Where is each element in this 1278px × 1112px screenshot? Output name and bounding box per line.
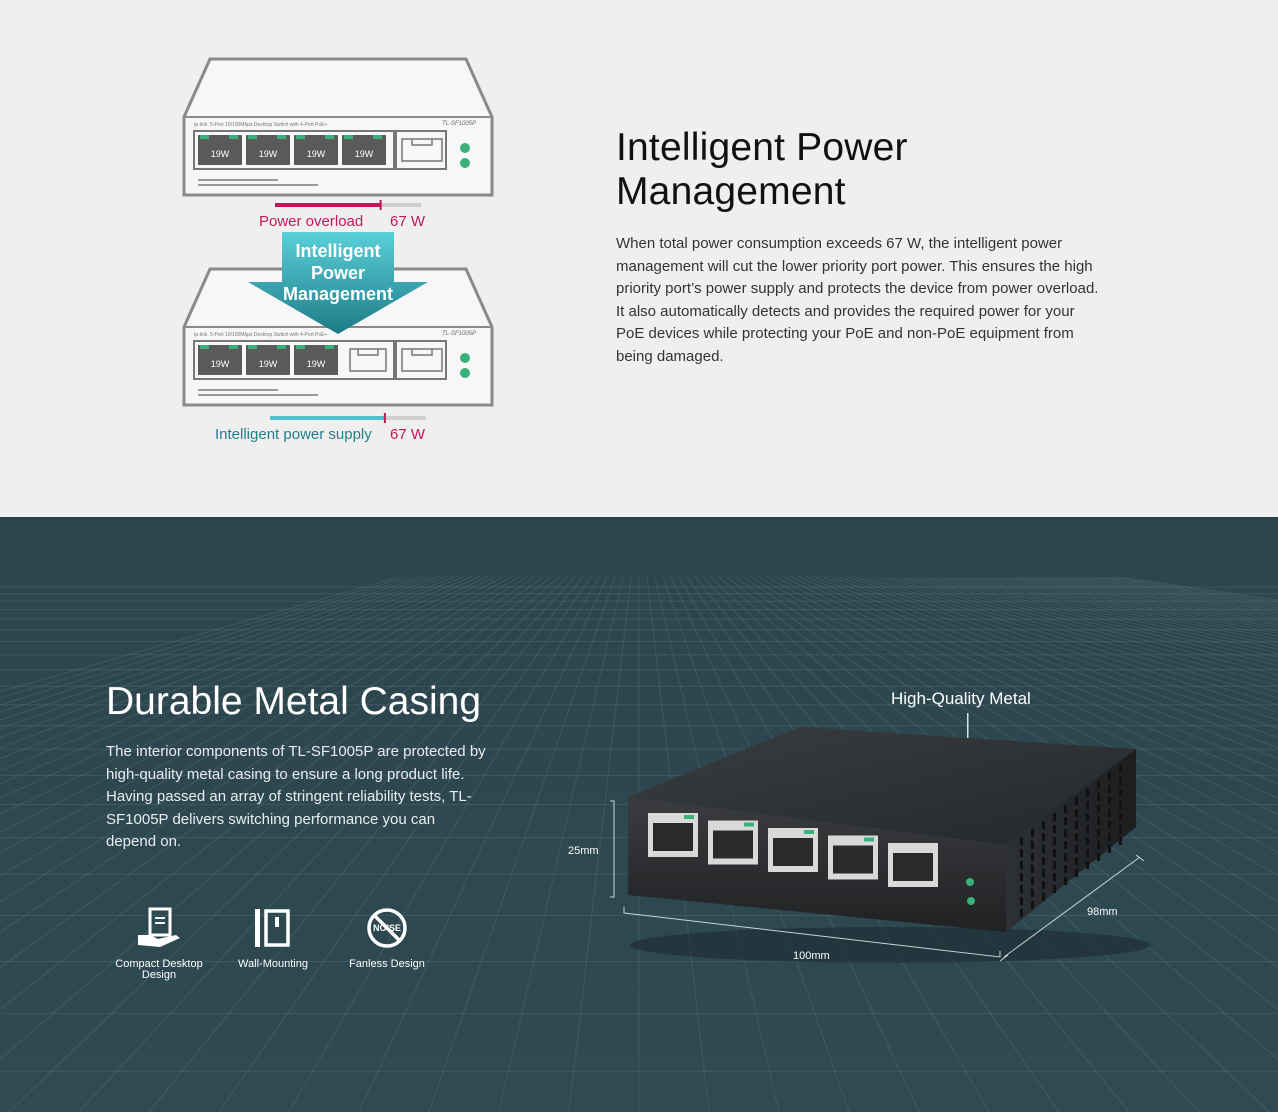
port-label: 19W [211, 359, 230, 369]
port-label: 19W [259, 359, 278, 369]
metal-callout: High-Quality Metal [891, 689, 1031, 708]
supply-bar-marker [383, 413, 386, 423]
port-label: 19W [259, 149, 278, 159]
callout-line [967, 713, 969, 743]
port-label: 19W [355, 149, 374, 159]
dim-height-label: 25mm [568, 845, 599, 857]
feature-label: Wall-Mounting [238, 958, 308, 970]
port-label: 19W [211, 149, 230, 159]
supply-label: Intelligent power supply [215, 426, 372, 443]
port-label: 19W [307, 149, 326, 159]
arrow-text-1: Intelligent [296, 241, 381, 261]
overload-bar-fill [275, 203, 382, 207]
metal-casing-section: Durable Metal Casing The interior compon… [0, 517, 1278, 1112]
dimension-lines [610, 800, 1145, 962]
feature-compact-desktop: Compact Desktop Design [104, 905, 214, 981]
feature-fanless: NOISE Fanless Design [332, 905, 442, 970]
supply-value: 67 W [390, 426, 426, 443]
power-description: When total power consumption exceeds 67 … [616, 235, 1099, 365]
arrow-text-3: Management [283, 284, 393, 304]
down-arrow-icon: Intelligent Power Management [248, 232, 428, 334]
overload-label: Power overload [259, 213, 364, 230]
overload-bar-marker [379, 200, 382, 210]
switch-model-text: TL-SF1005P [442, 331, 476, 337]
feature-label: Fanless Design [349, 958, 425, 970]
arrow-text-2: Power [311, 263, 365, 283]
brand-text: tp-link [194, 122, 208, 128]
casing-description: The interior components of TL-SF1005P ar… [106, 743, 486, 850]
feature-label: Compact Desktop Design [115, 958, 203, 981]
dim-depth-label: 98mm [1087, 906, 1118, 918]
metal-switch-photo [628, 727, 1150, 963]
supply-bar [270, 413, 426, 423]
switch-desc-text: 5-Port 10/100Mbps Desktop Switch with 4-… [210, 332, 327, 338]
switch-model-text: TL-SF1005P [442, 121, 476, 127]
feature-wall-mounting: Wall-Mounting [218, 905, 328, 970]
power-title: Intelligent Power Management [616, 126, 908, 213]
dim-width-label: 100mm [793, 950, 830, 962]
switch-desc-text: 5-Port 10/100Mbps Desktop Switch with 4-… [210, 122, 327, 128]
supply-bar-fill [270, 416, 384, 420]
switch-overload-illustration: 5-Port 10/100Mbps Desktop Switch with 4-… [182, 57, 494, 197]
wall-mount-icon [255, 909, 290, 947]
power-management-section: 5-Port 10/100Mbps Desktop Switch with 4-… [0, 0, 1278, 517]
port-label: 19W [307, 359, 326, 369]
brand-text: tp-link [194, 332, 208, 338]
desktop-hand-icon [138, 907, 180, 947]
overload-bar [275, 200, 421, 210]
casing-title: Durable Metal Casing [106, 680, 482, 723]
no-noise-icon: NOISE [367, 908, 407, 948]
overload-value: 67 W [390, 213, 426, 230]
